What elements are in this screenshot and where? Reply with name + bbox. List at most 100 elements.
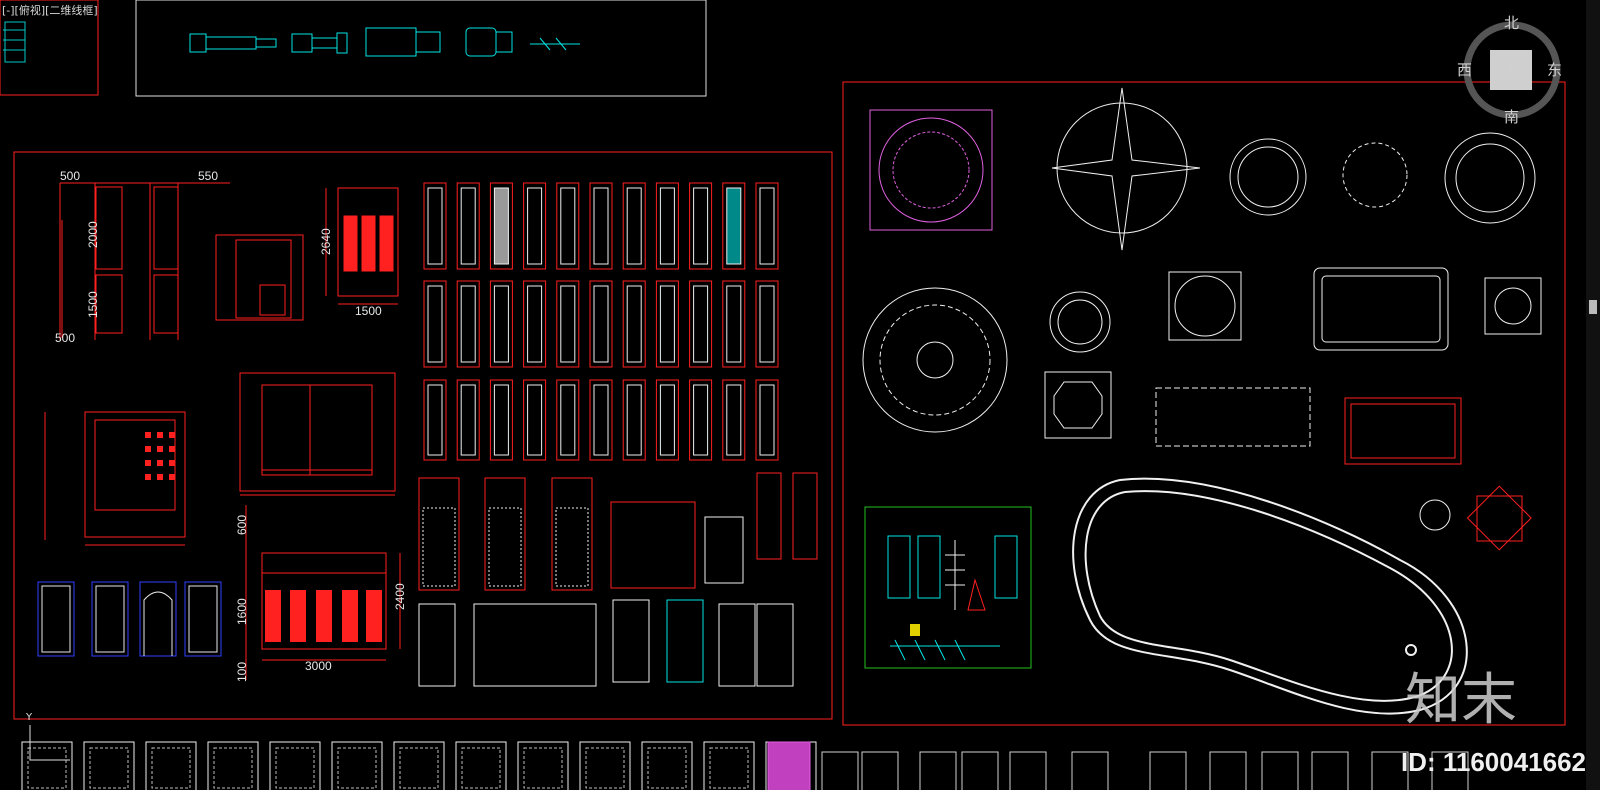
door-panel xyxy=(693,285,709,363)
door-frame xyxy=(556,182,580,270)
door-elevation xyxy=(418,477,460,591)
door-panel xyxy=(726,384,742,456)
door-frame xyxy=(589,379,613,461)
door-frame xyxy=(622,182,646,270)
dimension-labels: 500 550 2000 1500 500 2640 1500 600 1600… xyxy=(55,169,407,682)
door-glass xyxy=(555,507,589,587)
lattice-inner xyxy=(275,747,315,789)
door-panel xyxy=(759,187,775,265)
door-panel xyxy=(460,384,476,456)
door-frame xyxy=(456,182,480,270)
door-outline xyxy=(756,603,794,687)
door-panel xyxy=(527,384,543,456)
door-frame xyxy=(489,182,513,270)
door-panel xyxy=(560,285,576,363)
bottom-object xyxy=(1149,751,1187,790)
viewcube-top-face[interactable] xyxy=(1490,50,1532,90)
lattice-panel xyxy=(455,741,507,790)
viewcube-top-label: 上 xyxy=(1502,63,1517,81)
compass-north[interactable]: 北 xyxy=(1504,14,1519,32)
lattice-inner xyxy=(27,747,67,789)
door-frame xyxy=(722,182,746,270)
door-panel xyxy=(659,285,675,363)
door-panel xyxy=(693,384,709,456)
dim-2000: 2000 xyxy=(86,221,100,248)
door-frame xyxy=(423,379,447,461)
bottom-object xyxy=(1261,751,1299,790)
lattice-inner xyxy=(523,747,563,789)
bottom-object xyxy=(1311,751,1349,790)
lattice-inner xyxy=(151,747,191,789)
lattice-inner xyxy=(461,747,501,789)
bottom-object xyxy=(821,751,859,790)
white-door-panels xyxy=(41,585,218,656)
watermark-id: ID: 1160041662 xyxy=(1400,747,1586,777)
compass-south[interactable]: 南 xyxy=(1504,108,1519,126)
dim-1500-vertical: 1500 xyxy=(86,291,100,318)
scrollbar-thumb[interactable] xyxy=(1589,300,1597,314)
door-frame xyxy=(622,280,646,368)
narrow-door xyxy=(792,472,818,560)
door-outline xyxy=(718,603,756,687)
door-frame xyxy=(556,379,580,461)
lattice-panel xyxy=(83,741,135,790)
ucs-axis-icon: Y xyxy=(25,712,70,761)
door-frame xyxy=(523,379,547,461)
door-frame xyxy=(689,182,713,270)
top-object-frame xyxy=(135,0,707,97)
door-panel xyxy=(659,384,675,456)
pool-outline xyxy=(1072,477,1468,715)
door-frame xyxy=(589,280,613,368)
door-panel xyxy=(493,384,509,456)
door-frame xyxy=(755,182,779,270)
door-frame xyxy=(456,280,480,368)
dim-100: 100 xyxy=(235,662,249,682)
door-frame xyxy=(423,280,447,368)
lattice-panel xyxy=(393,741,445,790)
door-frame xyxy=(489,379,513,461)
lattice-inner xyxy=(337,747,377,789)
compass-east[interactable]: 东 xyxy=(1547,61,1562,79)
bottom-object xyxy=(1431,751,1469,790)
magenta-medallion xyxy=(869,109,993,231)
lattice-panel xyxy=(517,741,569,790)
bottom-object xyxy=(1371,751,1409,790)
cyan-furniture-row xyxy=(189,27,580,57)
compass-ring[interactable] xyxy=(1463,21,1561,119)
right-drawing-frame xyxy=(842,81,1566,726)
compass-west[interactable]: 西 xyxy=(1457,61,1472,79)
green-frame-contents xyxy=(887,535,1018,661)
dim-2640: 2640 xyxy=(319,228,333,255)
lattice-panel xyxy=(269,741,321,790)
lattice-inner xyxy=(213,747,253,789)
door-panel xyxy=(593,384,609,456)
viewcube-compass[interactable]: 上 北 南 东 西 xyxy=(1457,14,1562,126)
door-panel xyxy=(427,285,443,363)
lattice-panel xyxy=(145,741,197,790)
door-frame xyxy=(423,182,447,270)
watermark-logo: 知末 xyxy=(1405,668,1517,733)
bottom-object xyxy=(1071,751,1109,790)
bottom-object xyxy=(919,751,957,790)
door-frame xyxy=(489,280,513,368)
lattice-inner xyxy=(399,747,439,789)
lattice-panel-magenta xyxy=(767,741,811,790)
elevation-drawings xyxy=(44,182,401,680)
door-frame xyxy=(622,379,646,461)
door-frame xyxy=(655,182,679,270)
dim-500: 500 xyxy=(60,169,80,183)
viewport-label[interactable]: [-][俯视][二维线框] xyxy=(2,4,98,17)
door-panel xyxy=(427,384,443,456)
dim-3000: 3000 xyxy=(305,659,332,673)
door-elevation xyxy=(484,477,526,591)
blue-door-row xyxy=(37,581,222,657)
left-drawing-frame xyxy=(13,151,833,720)
vertical-scrollbar[interactable] xyxy=(1586,0,1600,790)
door-frame xyxy=(589,182,613,270)
door-frame xyxy=(722,280,746,368)
narrow-door xyxy=(756,472,782,560)
door-panel xyxy=(560,384,576,456)
door-glass xyxy=(488,507,522,587)
door-panel xyxy=(593,187,609,265)
